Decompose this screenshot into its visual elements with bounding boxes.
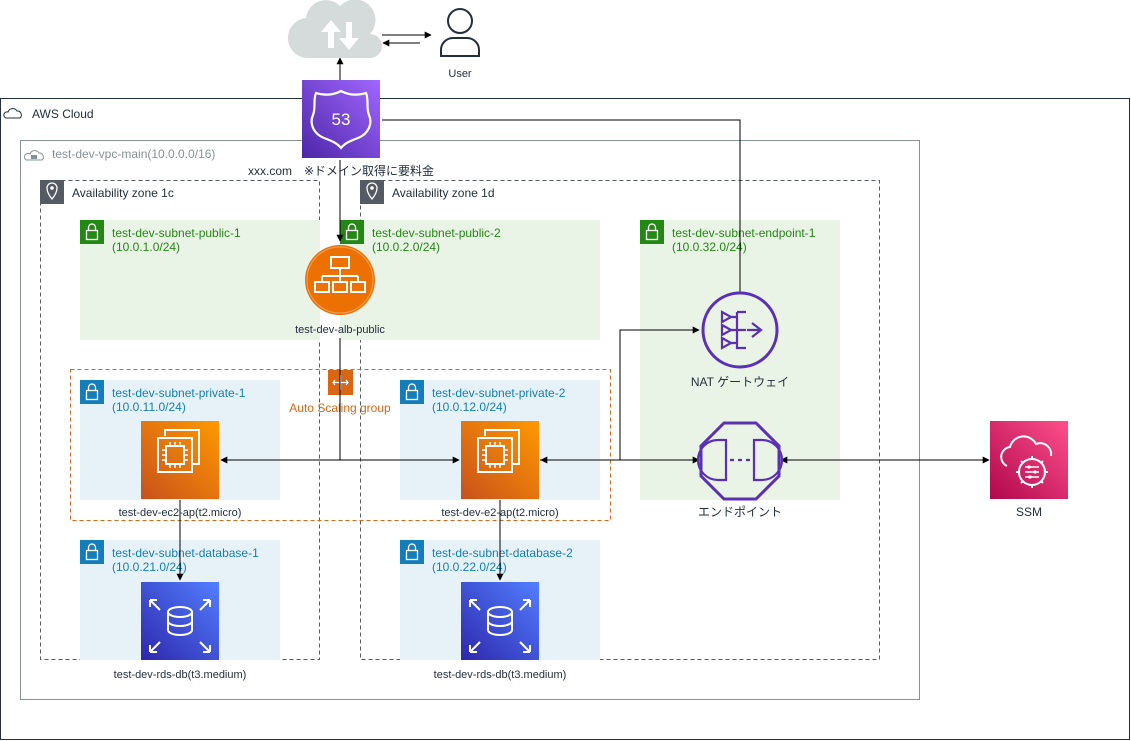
lock-icon	[80, 540, 104, 564]
route53-icon: 53	[302, 80, 380, 158]
lock-icon	[400, 380, 424, 404]
lock-icon	[340, 220, 364, 244]
vpc-cloud-lock-icon	[23, 150, 44, 161]
public-subnet-2-name: test-dev-subnet-public-2	[372, 226, 501, 240]
endpoint-subnet-cidr: (10.0.32.0/24)	[672, 240, 747, 254]
vpc-title: test-dev-vpc-main(10.0.0.0/16)	[52, 147, 215, 161]
ec2-instance-icon	[141, 421, 219, 499]
database-subnet-1-cidr: (10.0.21.0/24)	[112, 560, 187, 574]
endpoint-subnet-name: test-dev-subnet-endpoint-1	[672, 226, 816, 240]
public-subnet-2-cidr: (10.0.2.0/24)	[372, 240, 440, 254]
vpc-group: test-dev-vpc-main(10.0.0.0/16)	[20, 140, 920, 700]
ssm-icon	[990, 421, 1068, 499]
private-subnet-2-name: test-dev-subnet-private-2	[432, 386, 566, 400]
aws-cloud-title: AWS Cloud	[32, 107, 94, 121]
rds-database-icon	[461, 582, 539, 660]
public-subnet-2: test-dev-subnet-public-2 (10.0.2.0/24)	[340, 220, 600, 340]
location-pin-icon	[40, 180, 64, 204]
az1-title: Availability zone 1c	[72, 186, 174, 200]
user-label: User	[448, 68, 472, 80]
ec2-instance-icon	[461, 421, 539, 499]
database-subnet-2-cidr: (10.0.22.0/24)	[432, 560, 507, 574]
alb-icon	[305, 245, 375, 315]
user-icon	[440, 8, 480, 57]
nat-gateway-icon	[701, 291, 779, 369]
lock-icon	[80, 220, 104, 244]
cloud-outline-icon	[3, 108, 22, 119]
ssm-label: SSM	[1016, 505, 1042, 519]
route53-number: 53	[332, 110, 351, 129]
public-subnet-1-name: test-dev-subnet-public-1	[112, 226, 241, 240]
nat-label: NAT ゲートウェイ	[691, 375, 789, 389]
internet-cloud-icon	[287, 0, 382, 59]
database-subnet-2-name: test-de-subnet-database-2	[432, 546, 573, 560]
domain-label: xxx.com	[248, 164, 292, 178]
alb-label: test-dev-alb-public	[295, 324, 385, 336]
rds-database-icon	[141, 582, 219, 660]
aws-cloud-group: AWS Cloud	[0, 98, 1130, 740]
vpc-endpoint-icon	[696, 421, 784, 501]
ec2-2-label: test-dev-e2-ap(t2.micro)	[441, 507, 558, 519]
rds-1-label: test-dev-rds-db(t3.medium)	[114, 669, 247, 681]
public-subnet-1: test-dev-subnet-public-1 (10.0.1.0/24)	[80, 220, 320, 340]
az2-title: Availability zone 1d	[392, 186, 495, 200]
route53-to-nat-line	[382, 119, 741, 300]
domain-note: ※ドメイン取得に要料金	[304, 163, 434, 178]
lock-icon	[80, 380, 104, 404]
availability-zone-1d: Availability zone 1d	[360, 180, 880, 660]
lock-icon	[400, 540, 424, 564]
private-subnet-2-cidr: (10.0.12.0/24)	[432, 400, 507, 414]
database-subnet-1-name: test-dev-subnet-database-1	[112, 546, 259, 560]
endpoint-label: エンドポイント	[698, 505, 782, 519]
connectors	[176, 31, 990, 581]
private-subnet-1-name: test-dev-subnet-private-1	[112, 386, 246, 400]
ec2-1-label: test-dev-ec2-ap(t2.micro)	[119, 507, 242, 519]
private-subnet-1-cidr: (10.0.11.0/24)	[112, 400, 186, 414]
location-pin-icon	[360, 180, 384, 204]
public-subnet-1-cidr: (10.0.1.0/24)	[112, 240, 180, 254]
lock-icon	[640, 220, 664, 244]
rds-2-label: test-dev-rds-db(t3.medium)	[434, 669, 567, 681]
